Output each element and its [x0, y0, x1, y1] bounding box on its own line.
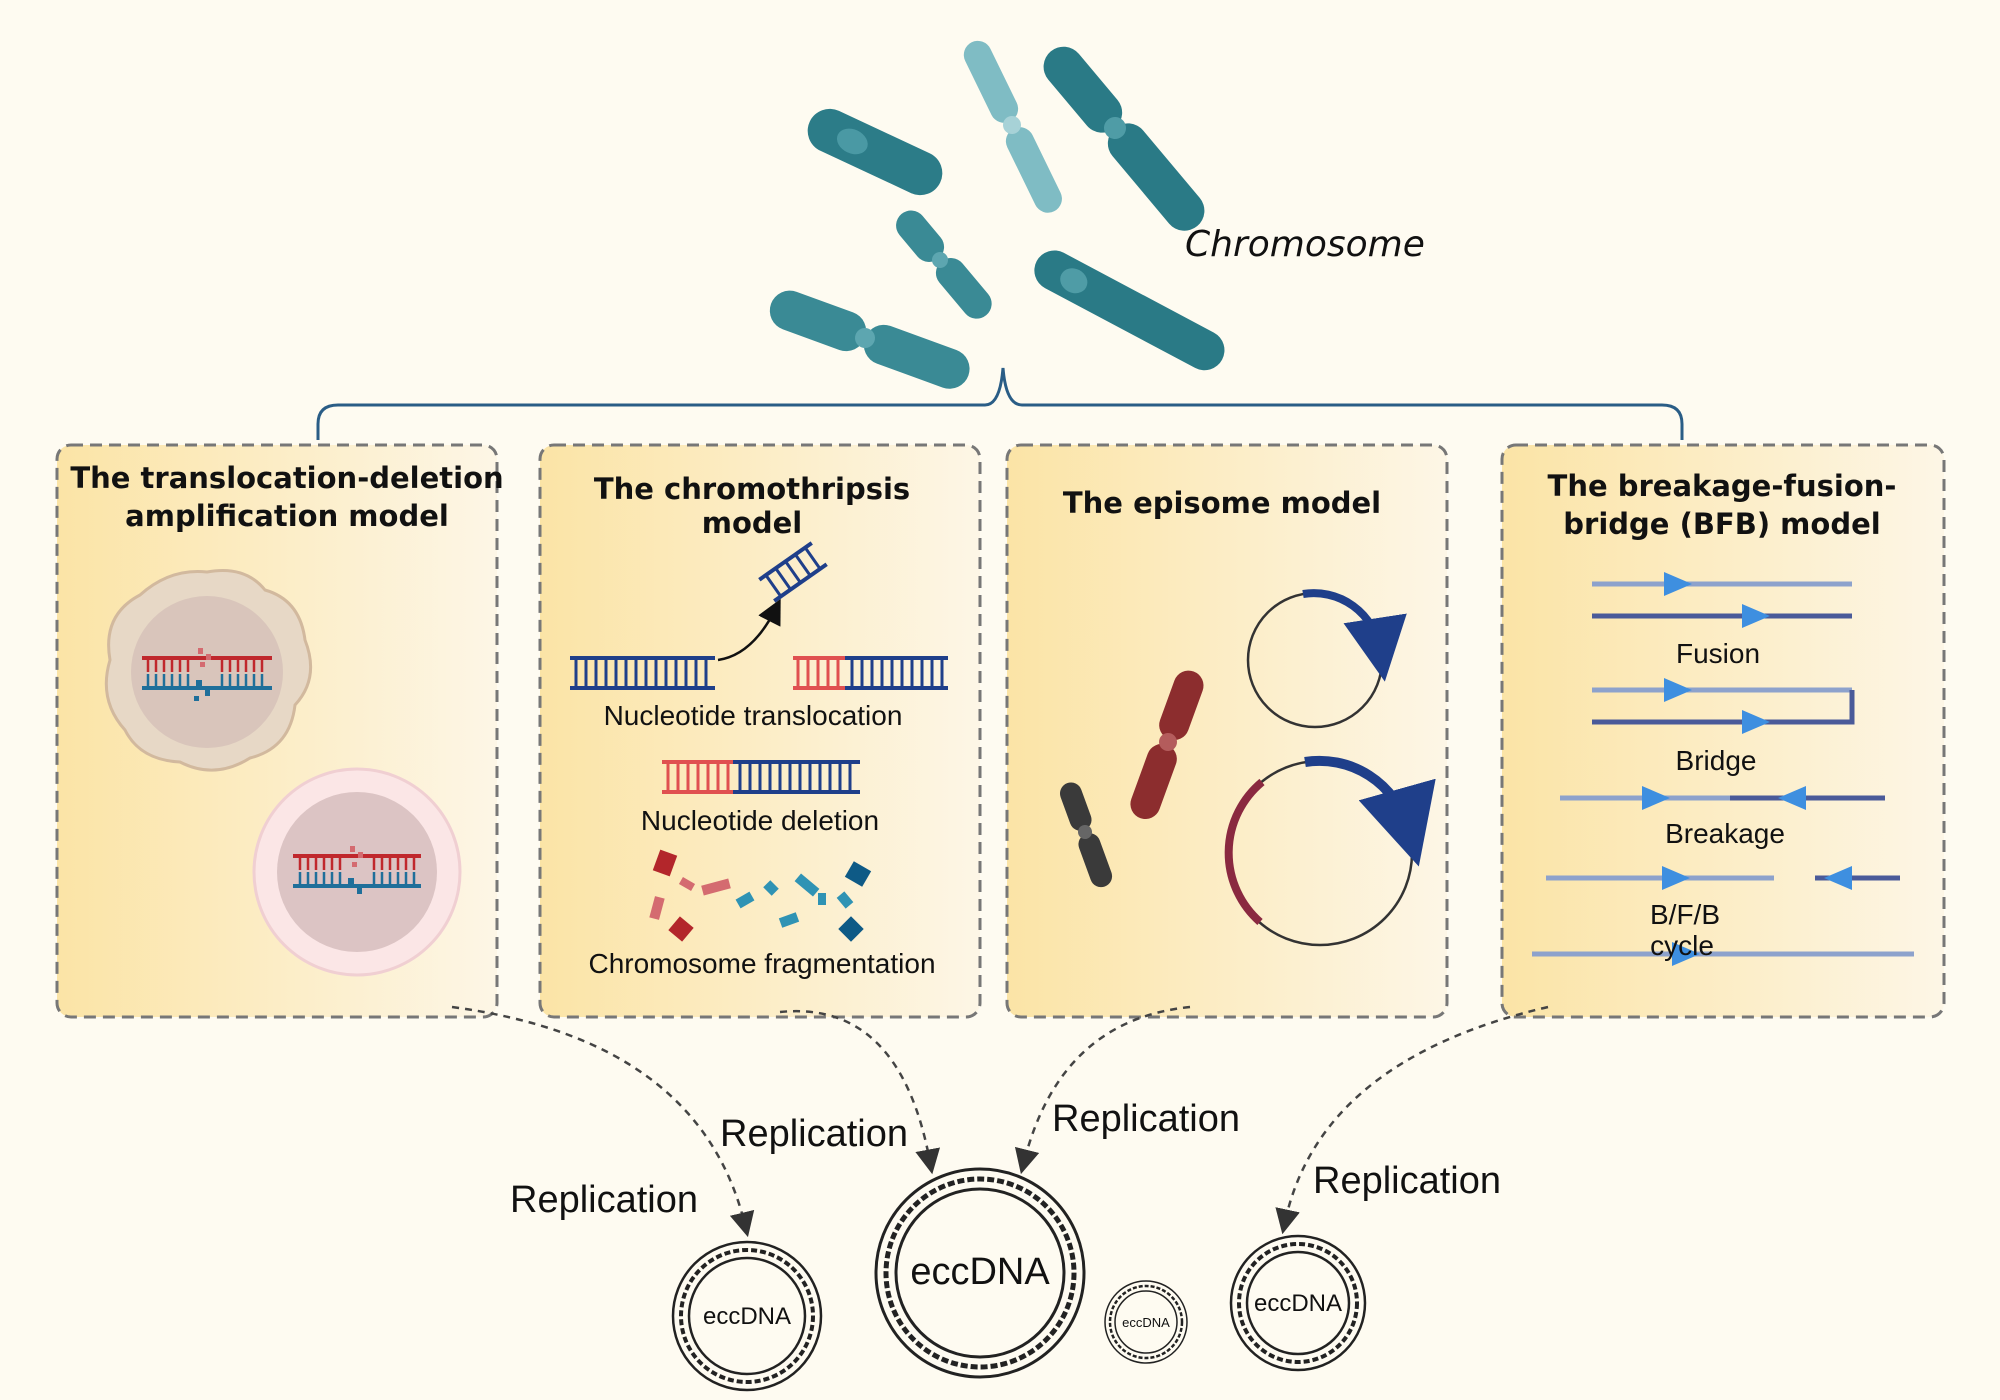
- dna-fragment-icon: [758, 541, 828, 603]
- chromosome-label: Chromosome: [1185, 224, 1425, 265]
- chromosome-icon: [1034, 250, 1225, 371]
- episome-circle-icon: [1224, 755, 1436, 947]
- replication-label: Replication: [1052, 1098, 1240, 1140]
- eccdna-label: eccDNA: [1254, 1290, 1342, 1317]
- panel-bfb: The breakage-fusion- bridge (BFB) model …: [1500, 443, 1946, 1019]
- eccdna-label: eccDNA: [1122, 1315, 1170, 1330]
- label-bridge: Bridge: [1676, 745, 1757, 776]
- panel-title-line: The translocation-deletion: [70, 461, 503, 495]
- label-breakage: Breakage: [1665, 818, 1785, 849]
- chromosome-fragments-icon: [649, 849, 872, 942]
- chromosomes-group: Chromosome: [769, 40, 1425, 389]
- panel-chromothripsis: The chromothripsis model: [538, 443, 982, 1019]
- label-bfb-cycle: B/F/B: [1650, 899, 1720, 930]
- dna-strand-icon: [570, 656, 715, 690]
- bfb-bridge-icon: [1592, 678, 1855, 734]
- dna-strand-icon: [662, 760, 860, 794]
- replication-arrow: [779, 1009, 941, 1175]
- chromosome-icon: [807, 108, 943, 196]
- replication-arrow: [1275, 1005, 1549, 1235]
- label-bfb-cycle: cycle: [1650, 930, 1714, 961]
- eccdna-ring-icon: eccDNA: [874, 1167, 1086, 1379]
- replication-arrows: [451, 1005, 1549, 1238]
- panel-title-line: The breakage-fusion-: [1548, 469, 1897, 503]
- bfb-cycle-icon: [1532, 866, 1914, 966]
- chromosome-icon: [1043, 46, 1205, 231]
- replication-arrow: [1014, 1005, 1191, 1175]
- eccdna-label: eccDNA: [703, 1303, 791, 1330]
- panel-episome: The episome model: [1005, 443, 1449, 1019]
- label-nucleotide-translocation: Nucleotide translocation: [604, 700, 903, 731]
- panel-title-line: model: [702, 506, 803, 540]
- panel-title-line: bridge (BFB) model: [1563, 507, 1880, 541]
- panel-translocation-deletion: The translocation-deletion amplification…: [55, 443, 504, 1019]
- dna-strand-icon: [793, 656, 948, 690]
- cell-icon: [104, 568, 313, 772]
- bracket-line: [316, 367, 1684, 440]
- panel-title-line: The chromothripsis: [594, 472, 910, 506]
- label-fusion: Fusion: [1676, 638, 1760, 669]
- eccdna-ring-icon: eccDNA: [1104, 1280, 1188, 1364]
- eccdna-ring-icon: eccDNA: [671, 1240, 823, 1392]
- replication-label: Replication: [720, 1113, 908, 1155]
- bfb-breakage-icon: [1560, 786, 1885, 810]
- replication-label: Replication: [510, 1179, 698, 1221]
- eccdna-ring-icon: eccDNA: [1229, 1234, 1367, 1372]
- chromosome-icon: [769, 290, 970, 389]
- label-nucleotide-deletion: Nucleotide deletion: [641, 805, 879, 836]
- bfb-fusion-icon: [1592, 572, 1852, 628]
- replication-label: Replication: [1313, 1160, 1501, 1202]
- chromosome-icon: [963, 40, 1062, 213]
- cell-icon: [252, 767, 462, 977]
- episome-circle-icon: [1246, 589, 1407, 729]
- eccdna-label: eccDNA: [910, 1251, 1050, 1293]
- panel-title-line: amplification model: [125, 499, 449, 533]
- panel-title: The episome model: [1063, 486, 1381, 520]
- chromosome-icon: [1130, 670, 1204, 820]
- chromosome-icon: [1059, 782, 1113, 888]
- replication-arrow: [451, 1005, 755, 1238]
- label-chromosome-fragmentation: Chromosome fragmentation: [588, 948, 935, 979]
- translocation-arrow: [717, 598, 781, 662]
- chromosome-icon: [896, 210, 992, 319]
